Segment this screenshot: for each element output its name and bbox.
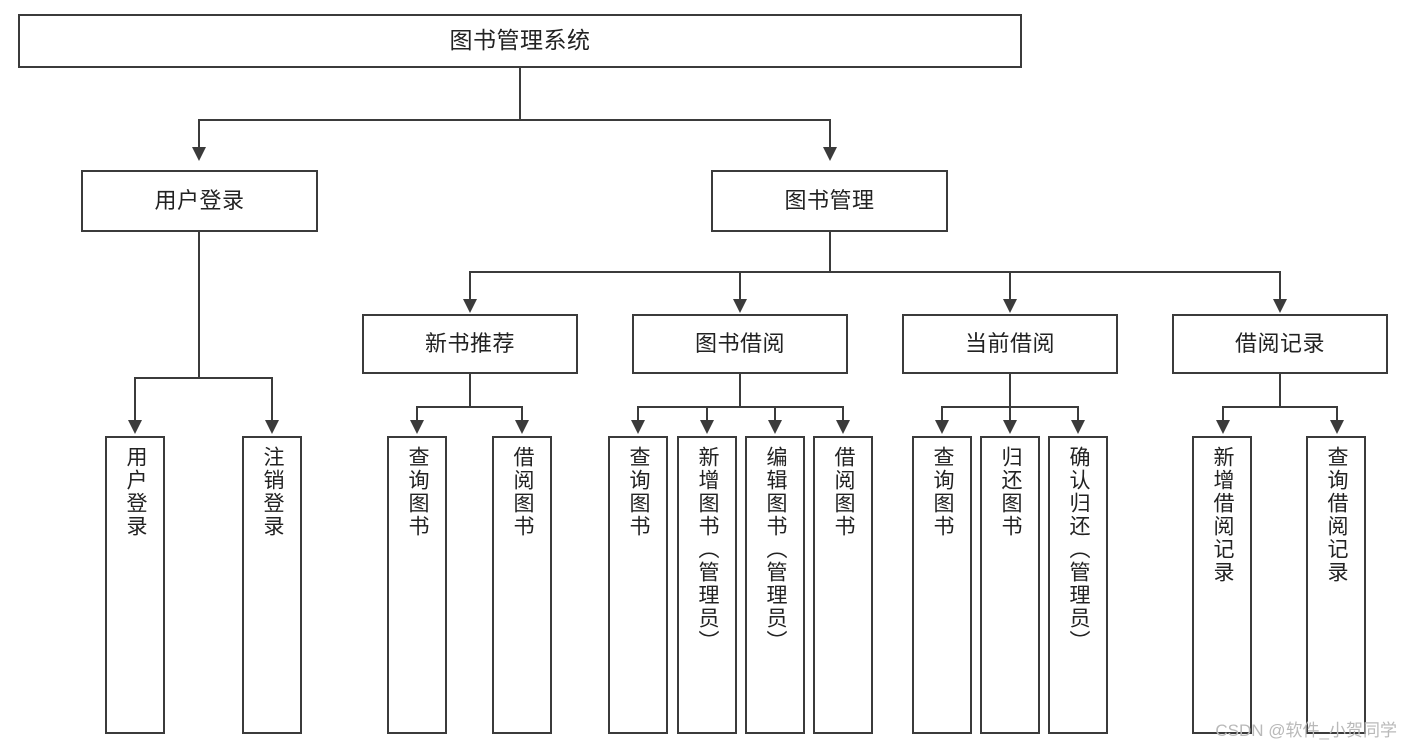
node-label: 查询图书 bbox=[931, 446, 955, 538]
node-borrow-record[interactable]: 借阅记录 bbox=[1172, 314, 1388, 374]
arrowhead-leaf-user-login bbox=[128, 420, 142, 434]
connector-bm-to-borrow-record bbox=[1279, 271, 1281, 301]
connector-root-to-book-management bbox=[829, 119, 831, 149]
connector-root-bus bbox=[198, 119, 831, 121]
node-label: 新书推荐 bbox=[424, 330, 515, 356]
arrowhead-leaf-edit-book bbox=[768, 420, 782, 434]
connector-borrow-record-bus bbox=[1222, 406, 1337, 408]
connector-new-book-stem bbox=[469, 374, 471, 407]
arrowhead-new-book-recommend bbox=[463, 299, 477, 313]
connector-book-borrow-leaf4 bbox=[842, 406, 844, 422]
node-label: 查询图书 bbox=[406, 446, 430, 538]
connector-borrow-record-leaf2 bbox=[1336, 406, 1338, 422]
connector-root-stem bbox=[519, 68, 521, 120]
arrowhead-leaf-query-book-a bbox=[410, 420, 424, 434]
leaf-confirm-return-admin[interactable]: 确认归还（管理员） bbox=[1048, 436, 1108, 734]
arrowhead-leaf-query-book-b bbox=[631, 420, 645, 434]
connector-root-to-user-login bbox=[198, 119, 200, 149]
connector-user-login-stem bbox=[198, 232, 200, 378]
connector-book-borrow-leaf2 bbox=[706, 406, 708, 422]
arrowhead-user-login bbox=[192, 147, 206, 161]
leaf-logout-login[interactable]: 注销登录 bbox=[242, 436, 302, 734]
connector-bm-to-book-borrow bbox=[739, 271, 741, 301]
connector-bm-to-current-borrow bbox=[1009, 271, 1011, 301]
connector-current-borrow-leaf2 bbox=[1009, 406, 1011, 422]
connector-book-borrow-leaf1 bbox=[637, 406, 639, 422]
arrowhead-current-borrow bbox=[1003, 299, 1017, 313]
node-label: 当前借阅 bbox=[964, 330, 1055, 356]
node-label: 归还图书 bbox=[999, 446, 1023, 538]
node-label: 注销登录 bbox=[261, 446, 285, 538]
node-label: 用户登录 bbox=[154, 187, 245, 213]
leaf-user-login[interactable]: 用户登录 bbox=[105, 436, 165, 734]
node-label: 图书借阅 bbox=[694, 330, 785, 356]
connector-book-management-stem bbox=[829, 232, 831, 272]
arrowhead-book-borrow bbox=[733, 299, 747, 313]
arrowhead-leaf-add-record bbox=[1216, 420, 1230, 434]
node-label: 查询借阅记录 bbox=[1325, 446, 1349, 584]
node-new-book-recommend[interactable]: 新书推荐 bbox=[362, 314, 578, 374]
arrowhead-leaf-confirm-return bbox=[1071, 420, 1085, 434]
leaf-return-book[interactable]: 归还图书 bbox=[980, 436, 1040, 734]
leaf-query-book-borrow[interactable]: 查询图书 bbox=[608, 436, 668, 734]
connector-borrow-record-leaf1 bbox=[1222, 406, 1224, 422]
arrowhead-leaf-borrow-book-a bbox=[515, 420, 529, 434]
connector-new-book-bus bbox=[416, 406, 522, 408]
node-label: 借阅图书 bbox=[832, 446, 856, 538]
connector-book-borrow-leaf3 bbox=[774, 406, 776, 422]
node-label: 编辑图书（管理员） bbox=[764, 446, 788, 653]
connector-new-book-leaf2 bbox=[521, 406, 523, 422]
leaf-query-book-current[interactable]: 查询图书 bbox=[912, 436, 972, 734]
node-label: 新增借阅记录 bbox=[1211, 446, 1235, 584]
connector-book-management-bus bbox=[469, 271, 1280, 273]
arrowhead-leaf-query-record bbox=[1330, 420, 1344, 434]
connector-book-borrow-bus bbox=[637, 406, 844, 408]
arrowhead-leaf-query-book-c bbox=[935, 420, 949, 434]
node-label: 借阅图书 bbox=[511, 446, 535, 538]
csdn-watermark: CSDN @软件_小贺同学 bbox=[1215, 721, 1397, 740]
node-label: 图书管理系统 bbox=[449, 27, 591, 54]
node-user-login[interactable]: 用户登录 bbox=[81, 170, 318, 232]
arrowhead-leaf-return-book bbox=[1003, 420, 1017, 434]
node-label: 图书管理 bbox=[784, 187, 875, 213]
connector-book-borrow-stem bbox=[739, 374, 741, 407]
leaf-add-borrow-record[interactable]: 新增借阅记录 bbox=[1192, 436, 1252, 734]
connector-current-borrow-leaf3 bbox=[1077, 406, 1079, 422]
connector-bm-to-new-book bbox=[469, 271, 471, 301]
connector-borrow-record-stem bbox=[1279, 374, 1281, 407]
node-label: 确认归还（管理员） bbox=[1067, 446, 1091, 653]
node-label: 新增图书（管理员） bbox=[696, 446, 720, 653]
connector-user-login-leaf1 bbox=[134, 377, 136, 422]
leaf-edit-book-admin[interactable]: 编辑图书（管理员） bbox=[745, 436, 805, 734]
connector-current-borrow-stem bbox=[1009, 374, 1011, 407]
arrowhead-book-management bbox=[823, 147, 837, 161]
connector-current-borrow-leaf1 bbox=[941, 406, 943, 422]
node-book-borrow[interactable]: 图书借阅 bbox=[632, 314, 848, 374]
arrowhead-leaf-add-book bbox=[700, 420, 714, 434]
arrowhead-leaf-logout-login bbox=[265, 420, 279, 434]
leaf-query-book-recommend[interactable]: 查询图书 bbox=[387, 436, 447, 734]
node-label: 查询图书 bbox=[627, 446, 651, 538]
node-root-book-management-system[interactable]: 图书管理系统 bbox=[18, 14, 1022, 68]
node-book-management[interactable]: 图书管理 bbox=[711, 170, 948, 232]
node-label: 用户登录 bbox=[124, 446, 148, 538]
node-current-borrow[interactable]: 当前借阅 bbox=[902, 314, 1118, 374]
leaf-borrow-book-recommend[interactable]: 借阅图书 bbox=[492, 436, 552, 734]
node-label: 借阅记录 bbox=[1234, 330, 1325, 356]
connector-user-login-leaf2 bbox=[271, 377, 273, 422]
arrowhead-leaf-borrow-book-b bbox=[836, 420, 850, 434]
leaf-query-borrow-record[interactable]: 查询借阅记录 bbox=[1306, 436, 1366, 734]
arrowhead-borrow-record bbox=[1273, 299, 1287, 313]
leaf-add-book-admin[interactable]: 新增图书（管理员） bbox=[677, 436, 737, 734]
connector-new-book-leaf1 bbox=[416, 406, 418, 422]
leaf-borrow-book[interactable]: 借阅图书 bbox=[813, 436, 873, 734]
connector-user-login-bus bbox=[134, 377, 272, 379]
